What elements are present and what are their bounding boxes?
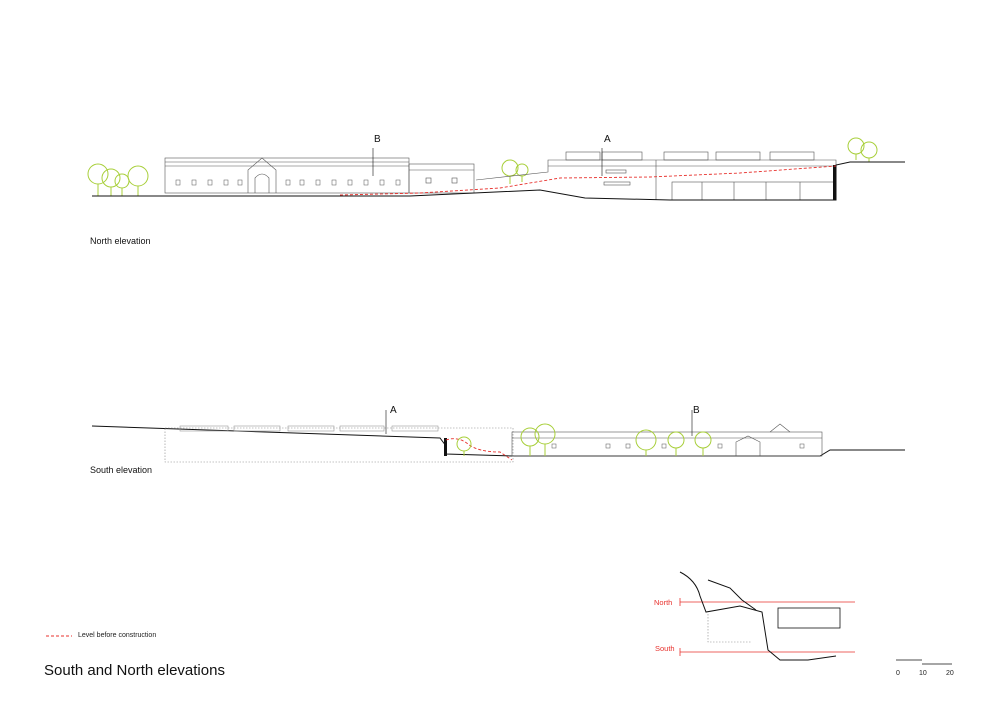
south-elevation-label: South elevation [90,465,153,475]
section-label-b-north: B [374,134,381,145]
key-plan [679,571,855,661]
scale-label-10: 10 [919,670,927,677]
section-label-a-south: A [390,405,397,416]
building-b-south [511,423,823,457]
scale-label-20: 20 [946,670,954,677]
level-before-construction-north [339,165,837,196]
building-b-north [164,157,475,194]
tree-cluster-left [87,163,149,196]
north-elevation-label: North elevation [90,236,151,246]
underground-outline-south [164,427,514,463]
tree-cluster-middle [501,159,529,184]
sheet-title: South and North elevations [44,662,225,679]
key-plan-south-label: South [655,644,675,653]
scale-label-0: 0 [896,670,900,677]
legend-label: Level before construction [78,632,157,639]
tree-cluster-right [847,137,878,162]
south-elevation-drawing [91,410,905,463]
scale-bar [896,659,952,665]
tree-cluster-south [456,423,712,456]
section-label-b-south: B [693,405,700,416]
retaining-wall-south [444,438,447,456]
building-a-north [475,151,837,201]
section-label-a-north: A [604,134,611,145]
retaining-wall-north [833,165,836,200]
north-elevation-drawing [87,137,905,201]
ground-line-north [92,161,905,201]
ground-line-south [91,425,905,457]
key-plan-north-label: North [654,598,673,607]
building-a-south [179,425,439,432]
level-before-construction-south [445,438,513,461]
